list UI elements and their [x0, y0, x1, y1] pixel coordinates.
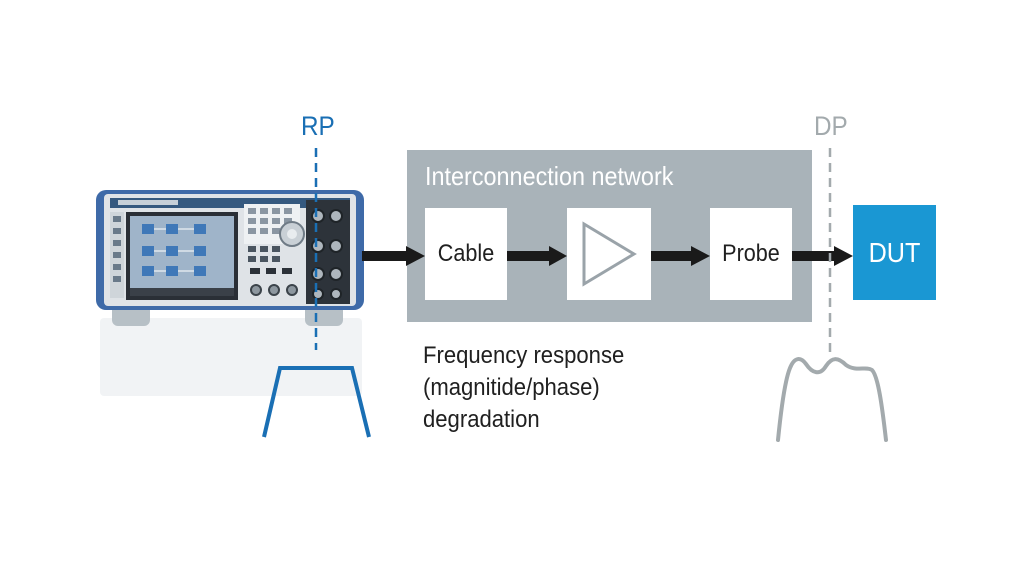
- dut-label: DUT: [868, 236, 921, 268]
- arrow-probe-to-dut: [792, 251, 836, 261]
- amplifier-block: [567, 208, 651, 300]
- frequency-response-annotation: Frequency response (magnitide/phase) deg…: [423, 340, 624, 436]
- network-title: Interconnection network: [425, 161, 674, 191]
- probe-block: Probe: [710, 208, 792, 300]
- cable-block: Cable: [425, 208, 507, 300]
- arrow-generator-to-cable: [362, 251, 408, 261]
- annotation-line-3: degradation: [423, 406, 540, 433]
- dut-box: DUT: [853, 205, 936, 300]
- arrow-amplifier-to-probe: [651, 251, 693, 261]
- flat-passband-icon: [262, 366, 371, 438]
- amplifier-icon: [582, 221, 637, 287]
- device-plane-label: DP: [814, 111, 848, 141]
- probe-label: Probe: [722, 240, 780, 267]
- annotation-line-2: (magnitide/phase): [423, 374, 600, 401]
- annotation-line-1: Frequency response: [423, 342, 625, 369]
- cable-label: Cable: [437, 240, 495, 267]
- reference-plane-label: RP: [301, 111, 335, 141]
- rippled-passband-icon: [776, 357, 888, 442]
- arrow-cable-to-amplifier: [507, 251, 551, 261]
- signal-arrows: [362, 246, 853, 266]
